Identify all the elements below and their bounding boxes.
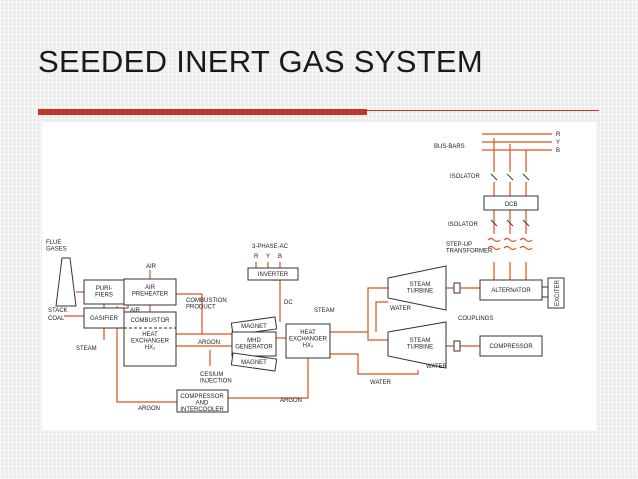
- gasifier-label: GASIFIER: [90, 316, 119, 322]
- water-top-line: [375, 301, 388, 332]
- dc-line: [272, 279, 281, 322]
- water-return-line: [330, 353, 419, 375]
- compressor-label: COMPRESSOR: [489, 344, 533, 350]
- compressor-intercooler-box: [176, 389, 229, 413]
- step-up-transformer-symbol: [487, 237, 533, 251]
- bus-y-label: Y: [556, 140, 560, 146]
- phase-r-label: R: [254, 254, 259, 260]
- isolator-bottom-label: ISOLATOR: [448, 222, 478, 228]
- purifiers-box: [83, 279, 125, 305]
- steam-turbine-bottom-shape: [387, 321, 447, 369]
- bus-b-label: B: [556, 148, 560, 154]
- steam-right-label: STEAM: [314, 308, 335, 314]
- dc-label: DC: [284, 300, 293, 306]
- argon-bottom-right-label: ARGON: [280, 398, 302, 404]
- air-top-label: AIR: [146, 264, 157, 270]
- inverter-box: [247, 267, 299, 281]
- slide-title: SEEDED INERT GAS SYSTEM: [38, 44, 484, 79]
- steam-left-label: STEAM: [76, 346, 97, 352]
- compressor-box: [479, 335, 543, 357]
- magnet-top-label: MAGNET: [241, 324, 267, 330]
- purifiers-label: PURI-FIERS: [95, 286, 113, 299]
- argon-bottom-left-label: ARGON: [138, 406, 160, 412]
- title-rule-accent: [38, 109, 367, 115]
- air-mid-label: AIR: [130, 308, 141, 314]
- air-preheater-box: [123, 278, 177, 306]
- exciter-box: [547, 277, 565, 309]
- combustor-label: COMBUSTOR: [131, 318, 171, 324]
- mhd-generator-box: [231, 331, 277, 357]
- argon-bottom-left-line: [116, 306, 177, 403]
- three-phase-ac-label: 3-PHASE-AC: [252, 244, 289, 250]
- argon-into-mhd-line: [176, 333, 233, 339]
- phase-b-label: B: [278, 254, 282, 260]
- water-top-label: WATER: [390, 306, 412, 312]
- stack-label: STACK: [48, 308, 68, 314]
- stack-symbol: [55, 257, 77, 307]
- iso-top-phase: [493, 182, 527, 196]
- ocb-box: [483, 195, 539, 211]
- coal-label: COAL: [48, 316, 65, 322]
- hx2-argon-return-line: [228, 358, 309, 399]
- inverter-label: INVERTER: [258, 272, 289, 278]
- coupling-bottom: [453, 340, 461, 352]
- coupling-exciter: [541, 286, 549, 298]
- magnet-bottom-box: [230, 352, 278, 372]
- isolator-switches: [490, 173, 530, 227]
- alternator-label: ALTERNATOR: [491, 288, 531, 294]
- water-bottom-label: WATER: [370, 380, 392, 386]
- title-rule-thin: [367, 110, 599, 111]
- exciter-label: EXCITER: [555, 279, 561, 306]
- phase-y-label: Y: [266, 254, 270, 260]
- argon-mid-label: ARGON: [198, 340, 220, 346]
- couplings-label: COUPLINGS: [458, 316, 493, 322]
- heat-exchanger-hx2-box: [285, 323, 331, 359]
- combustor-box: [123, 311, 177, 367]
- water-mid-label: WATER: [426, 364, 448, 370]
- isolator-top-label: ISOLATOR: [450, 174, 480, 180]
- flow-lines: [64, 133, 552, 403]
- alternator-box: [479, 279, 543, 301]
- steam-turbine-top-shape: [387, 265, 447, 311]
- hx2-steam-line: [330, 287, 388, 333]
- combustion-product-line: [176, 293, 203, 334]
- hx2-steam-bottom-line: [367, 332, 388, 341]
- bus-r-label: R: [556, 132, 561, 138]
- magnet-bottom-label: MAGNET: [241, 360, 267, 366]
- bus-bars-label: BUS-BARS: [434, 144, 465, 150]
- ocb-label: OCB: [504, 202, 517, 208]
- coupling-top: [453, 282, 461, 294]
